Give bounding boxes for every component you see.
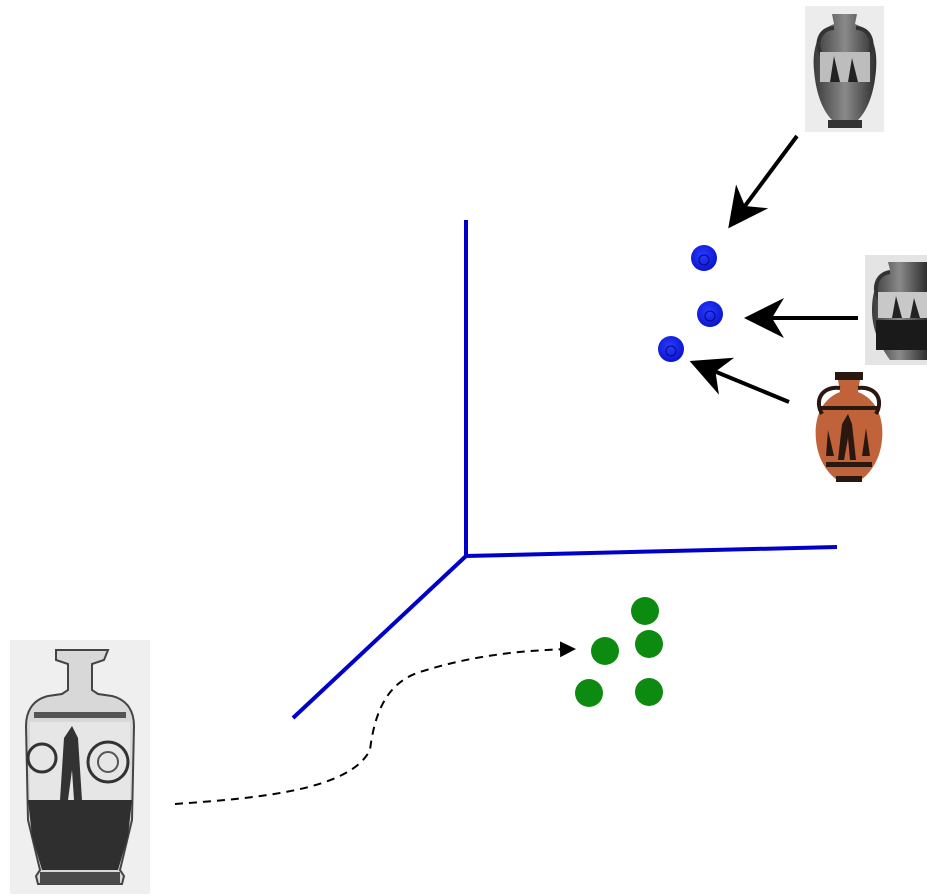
known-cluster xyxy=(658,245,723,362)
axis-horizontal xyxy=(465,545,838,558)
query-point xyxy=(575,679,603,707)
arrow-color-image xyxy=(689,357,790,404)
lekythos-photo-icon xyxy=(10,640,150,894)
query-point xyxy=(635,678,663,706)
axes xyxy=(291,220,838,720)
query-dashed-arrow xyxy=(174,641,576,805)
query-point xyxy=(631,597,659,625)
known-point xyxy=(697,301,723,327)
terracotta-amphora-icon xyxy=(815,372,883,482)
known-point xyxy=(658,336,684,362)
black-figure-amphora-photo-icon xyxy=(805,6,884,132)
query-point xyxy=(591,637,619,665)
known-point xyxy=(691,245,717,271)
mapping-arrows xyxy=(689,134,858,404)
arrow-top-image xyxy=(728,134,799,229)
black-figure-amphora-photo-icon xyxy=(865,255,927,365)
axis-depth xyxy=(291,554,468,720)
query-cluster xyxy=(575,597,663,707)
query-point xyxy=(635,630,663,658)
